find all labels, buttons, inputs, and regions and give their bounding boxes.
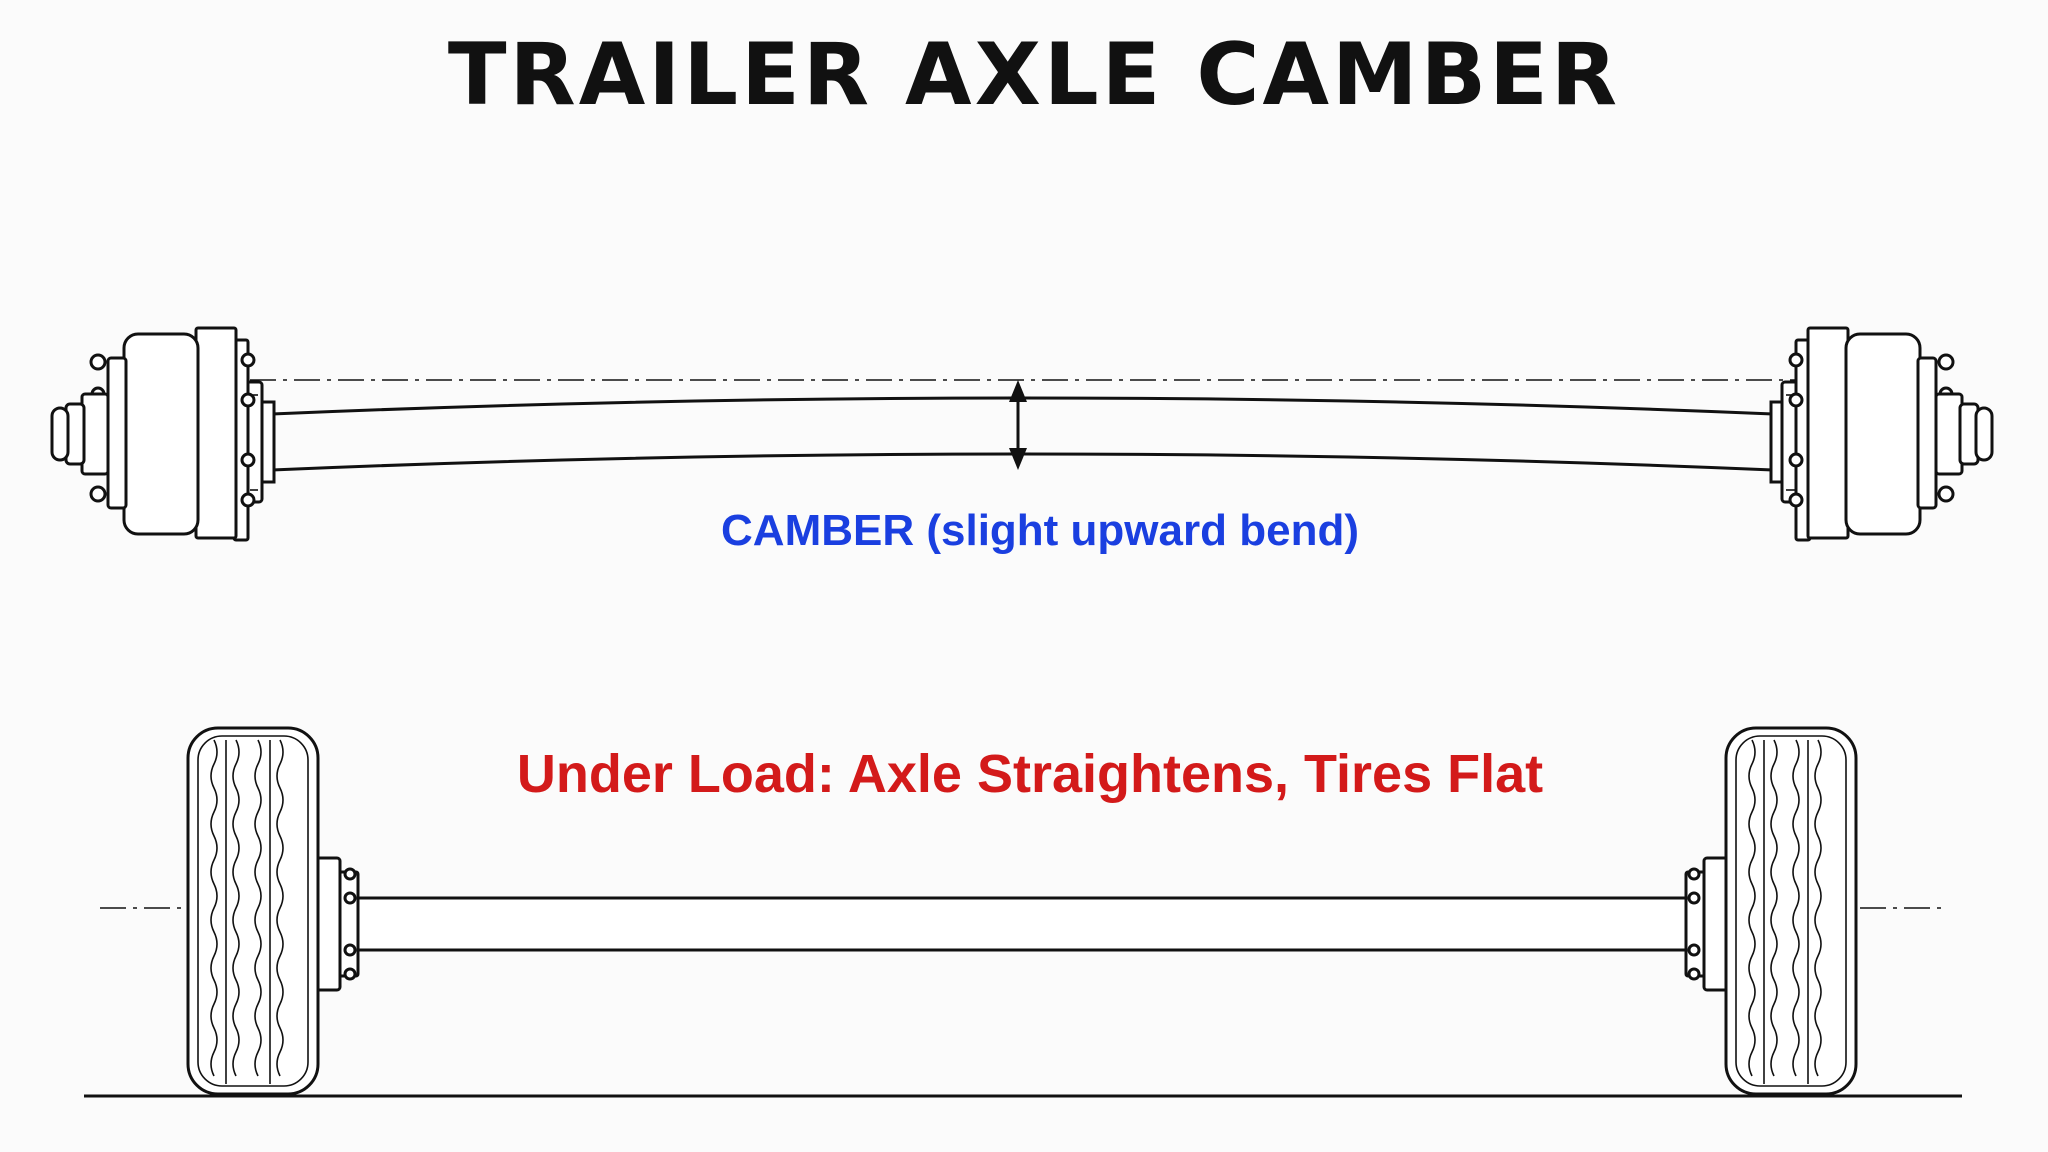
- right-hub-assembly: [1769, 326, 1994, 542]
- under-load-label: Under Load: Axle Straightens, Tires Flat: [517, 744, 1543, 804]
- left-hub-assembly: [50, 326, 276, 542]
- cambered-axle-assembly: [50, 326, 1994, 542]
- double-headed-arrow-icon: [1009, 380, 1027, 470]
- right-loaded-hub: [1684, 856, 1730, 992]
- camber-label: CAMBER (slight upward bend): [721, 506, 1359, 555]
- diagram-title: TRAILER AXLE CAMBER: [448, 25, 1620, 125]
- left-loaded-hub: [314, 856, 360, 992]
- straight-axle-tube: [354, 896, 1688, 952]
- right-tire: [1724, 726, 1858, 1096]
- loaded-axle-assembly: [84, 726, 1962, 1098]
- left-tire: [186, 726, 320, 1096]
